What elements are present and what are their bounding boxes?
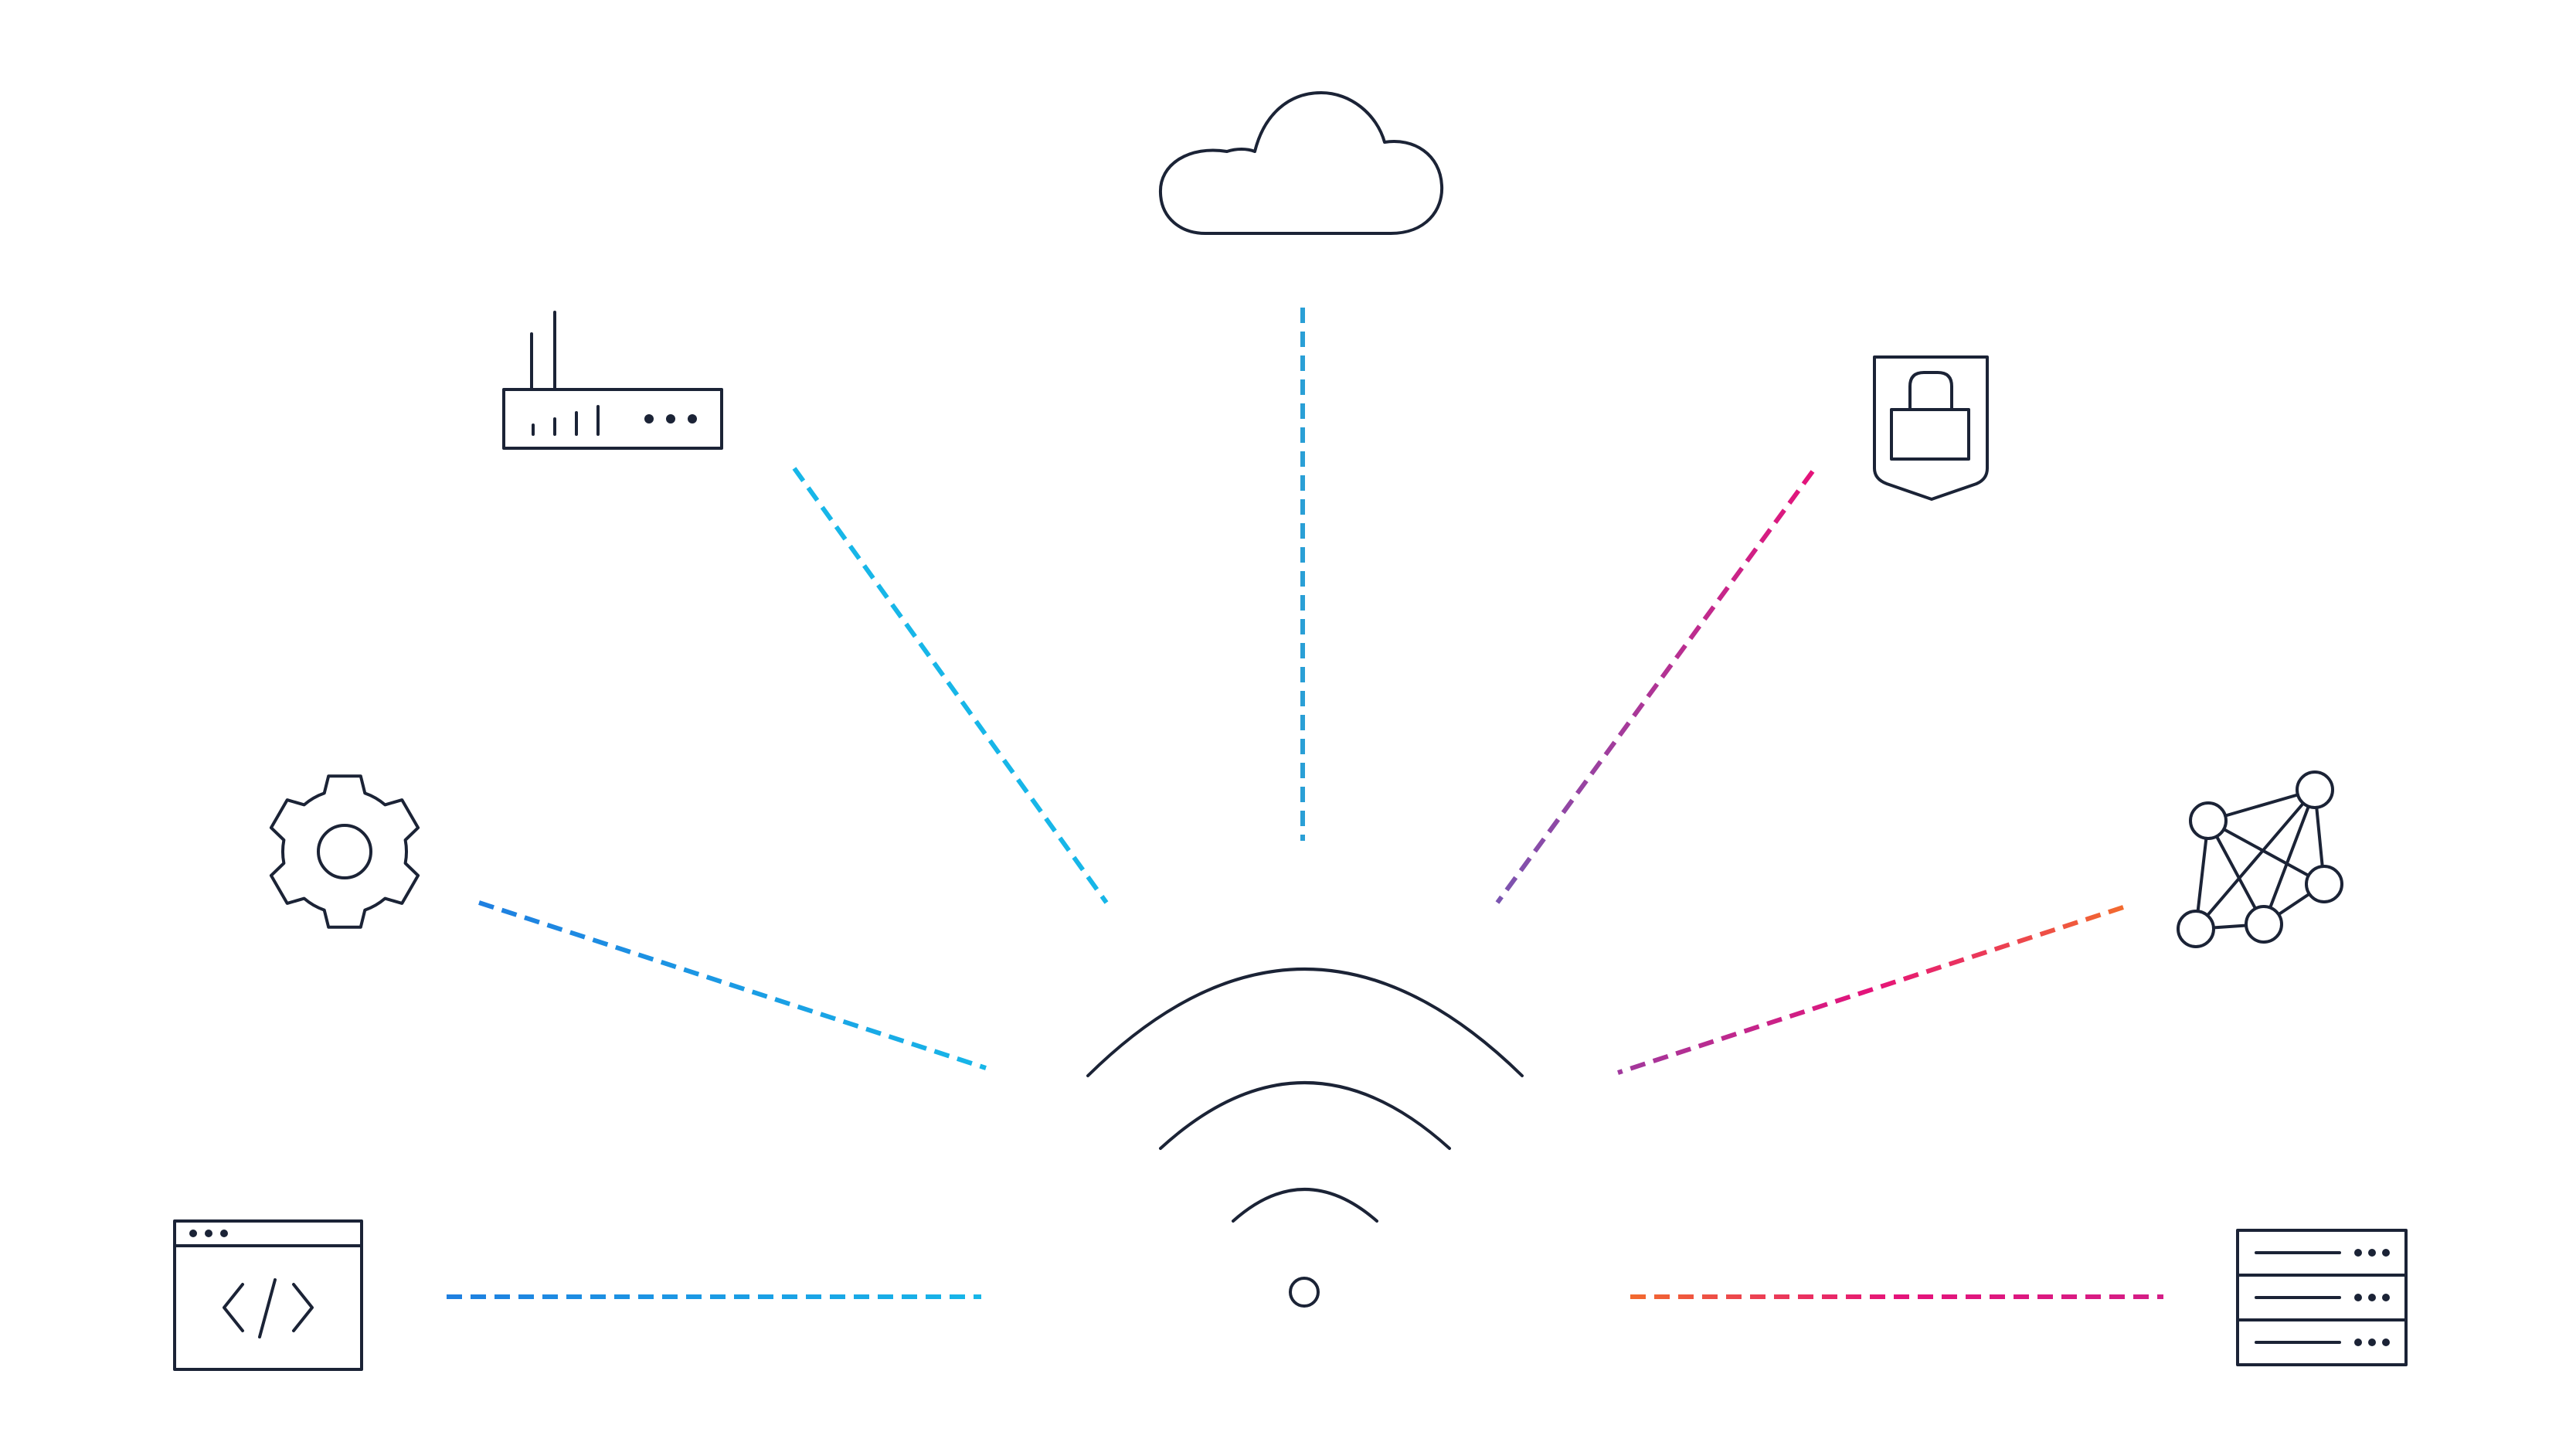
gear-icon — [269, 774, 420, 929]
wifi-dot — [1289, 1277, 1320, 1308]
wifi-arc-inner — [1232, 1188, 1378, 1223]
wifi-arc-middle — [1159, 1081, 1451, 1150]
link-security — [1495, 470, 1815, 904]
connector-links — [447, 308, 2163, 1299]
server-rack-icon — [2236, 1229, 2408, 1366]
shield-lock-icon — [1873, 355, 1989, 501]
link-network — [1617, 905, 2124, 1075]
network-graph-icon — [2177, 770, 2343, 948]
router-icon — [502, 311, 723, 450]
code-window-icon — [173, 1219, 363, 1371]
cloud-icon — [1158, 91, 1444, 235]
wifi-icon — [1086, 968, 1524, 1308]
link-settings — [478, 900, 987, 1070]
link-router — [792, 467, 1109, 904]
wifi-arc-outer — [1086, 968, 1524, 1077]
